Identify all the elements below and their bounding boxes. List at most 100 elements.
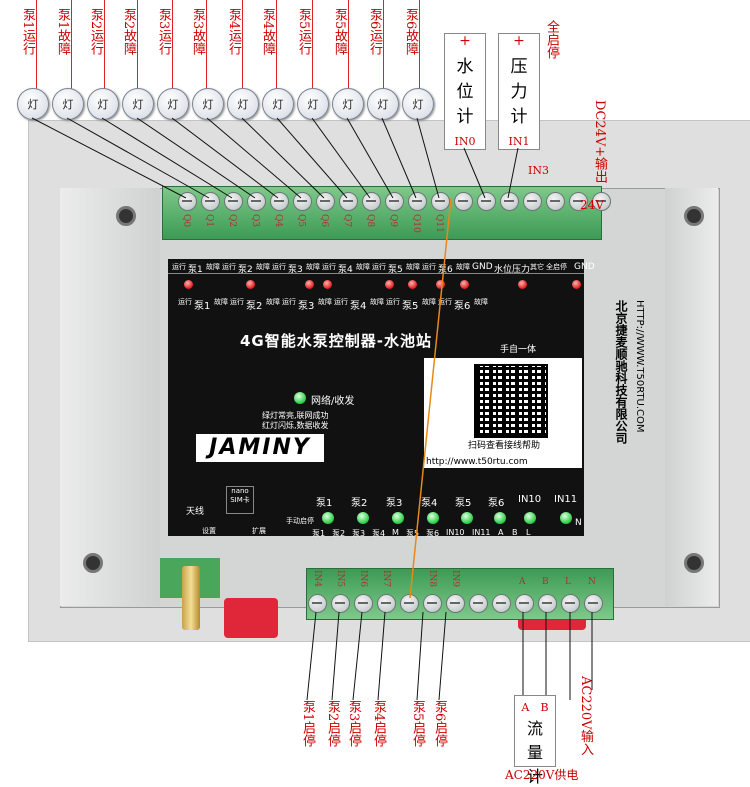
wire xyxy=(377,611,386,701)
ab-label: A xyxy=(519,577,526,587)
terminal-screw[interactable] xyxy=(247,192,266,211)
q-label: Q4 xyxy=(273,214,283,228)
wire-line xyxy=(419,0,420,92)
terminal-screw[interactable] xyxy=(538,594,557,613)
terminal-screw[interactable] xyxy=(362,192,381,211)
network-label: 网络/收发 xyxy=(311,396,355,407)
terminal-screw[interactable] xyxy=(454,192,473,211)
terminal-screw[interactable] xyxy=(201,192,220,211)
terminal-screw[interactable] xyxy=(431,192,450,211)
wire xyxy=(346,117,394,199)
terminal-screw[interactable] xyxy=(492,594,511,613)
water-level-plus: + xyxy=(459,33,471,49)
bottom-led-label: 泵6 xyxy=(488,498,505,509)
terminal-screw[interactable] xyxy=(592,192,611,211)
top-label: 泵3运行 xyxy=(156,8,171,56)
green-led[interactable] xyxy=(560,512,572,524)
device-title: 4G智能水泵控制器-水池站 xyxy=(240,332,432,350)
bottom-row-label: B xyxy=(512,528,518,537)
green-led[interactable] xyxy=(461,512,473,524)
water-level-char-2: 位 xyxy=(456,82,474,102)
red-led xyxy=(408,280,417,289)
top-label: 泵2故障 xyxy=(121,8,136,56)
panel-top-label: 故障 xyxy=(356,263,370,271)
top-label: 泵4故障 xyxy=(260,8,275,56)
in3-label: IN3 xyxy=(528,164,549,177)
terminal-screw[interactable] xyxy=(477,192,496,211)
panel-url: http://www.t50rtu.com xyxy=(426,457,528,467)
wire xyxy=(276,117,348,199)
screw-hole xyxy=(83,553,103,573)
terminal-screw[interactable] xyxy=(400,594,419,613)
terminal-screw[interactable] xyxy=(584,594,603,613)
wire xyxy=(66,117,210,199)
panel-led-label: 运行 xyxy=(386,298,400,306)
terminal-screw[interactable] xyxy=(446,594,465,613)
terminal-screw[interactable] xyxy=(515,594,534,613)
terminal-screw[interactable] xyxy=(569,192,588,211)
settings-button[interactable]: 设置 xyxy=(202,527,216,535)
bottom-row-label: 泵6 xyxy=(426,529,440,538)
terminal-screw[interactable] xyxy=(316,192,335,211)
pressure-char-3: 计 xyxy=(510,107,528,127)
in-label: IN5 xyxy=(335,570,345,588)
company-url: HTTP://WWW.T50RTU.COM xyxy=(634,300,645,433)
top-label: 泵4运行 xyxy=(226,8,241,56)
flow-char-1: 流 xyxy=(526,719,543,738)
green-led[interactable] xyxy=(322,512,334,524)
green-led[interactable] xyxy=(494,512,506,524)
lamp-icon: 灯 xyxy=(297,88,329,120)
panel-led-label: 泵5 xyxy=(402,301,419,312)
panel-led-label: 泵4 xyxy=(350,301,367,312)
wire xyxy=(306,611,317,701)
panel-led-label: 故障 xyxy=(370,298,384,306)
panel-led-label: 故障 xyxy=(422,298,436,306)
panel-top-label: 运行 xyxy=(322,263,336,271)
terminal-screw[interactable] xyxy=(408,192,427,211)
flow-meter: A B 流 量 计 xyxy=(514,695,556,786)
bottom-label: 泵5启停 xyxy=(410,700,425,748)
terminal-screw[interactable] xyxy=(270,192,289,211)
ac-input-label: AC220V输入 xyxy=(578,676,593,756)
n-label: N xyxy=(575,518,582,528)
panel-top-label: 泵1 xyxy=(188,265,203,275)
terminal-screw[interactable] xyxy=(523,192,542,211)
wire-line xyxy=(172,0,173,92)
wire-line xyxy=(242,0,243,92)
panel-led-label: 运行 xyxy=(334,298,348,306)
terminal-screw[interactable] xyxy=(354,594,373,613)
wire xyxy=(206,117,302,199)
panel-top-label: GND xyxy=(574,262,595,272)
q-label: Q7 xyxy=(342,214,352,228)
terminal-screw[interactable] xyxy=(339,192,358,211)
terminal-screw[interactable] xyxy=(546,192,565,211)
expand-button[interactable]: 扩展 xyxy=(252,527,266,535)
terminal-screw[interactable] xyxy=(224,192,243,211)
terminal-screw[interactable] xyxy=(377,594,396,613)
terminal-screw[interactable] xyxy=(308,594,327,613)
top-label: 泵2运行 xyxy=(88,8,103,56)
terminal-screw[interactable] xyxy=(423,594,442,613)
red-led xyxy=(246,280,255,289)
green-led[interactable] xyxy=(524,512,536,524)
terminal-screw[interactable] xyxy=(469,594,488,613)
terminal-screw[interactable] xyxy=(385,192,404,211)
pressure-port: IN1 xyxy=(508,135,530,148)
green-led[interactable] xyxy=(392,512,404,524)
terminal-screw[interactable] xyxy=(331,594,350,613)
panel-top-label: 运行 xyxy=(272,263,286,271)
mode-label: 手自一体 xyxy=(500,345,537,355)
wire xyxy=(416,117,440,199)
terminal-screw[interactable] xyxy=(293,192,312,211)
red-led xyxy=(572,280,581,289)
red-led xyxy=(436,280,445,289)
green-led[interactable] xyxy=(357,512,369,524)
led-note-1: 绿灯常亮,联网成功 xyxy=(262,411,329,420)
antenna-connector xyxy=(182,566,200,630)
panel-top-label: 故障 xyxy=(256,263,270,271)
green-led[interactable] xyxy=(427,512,439,524)
bottom-row-label: A xyxy=(498,528,504,537)
panel-led-label: 泵1 xyxy=(194,301,211,312)
panel-top-label: 泵5 xyxy=(388,265,403,275)
